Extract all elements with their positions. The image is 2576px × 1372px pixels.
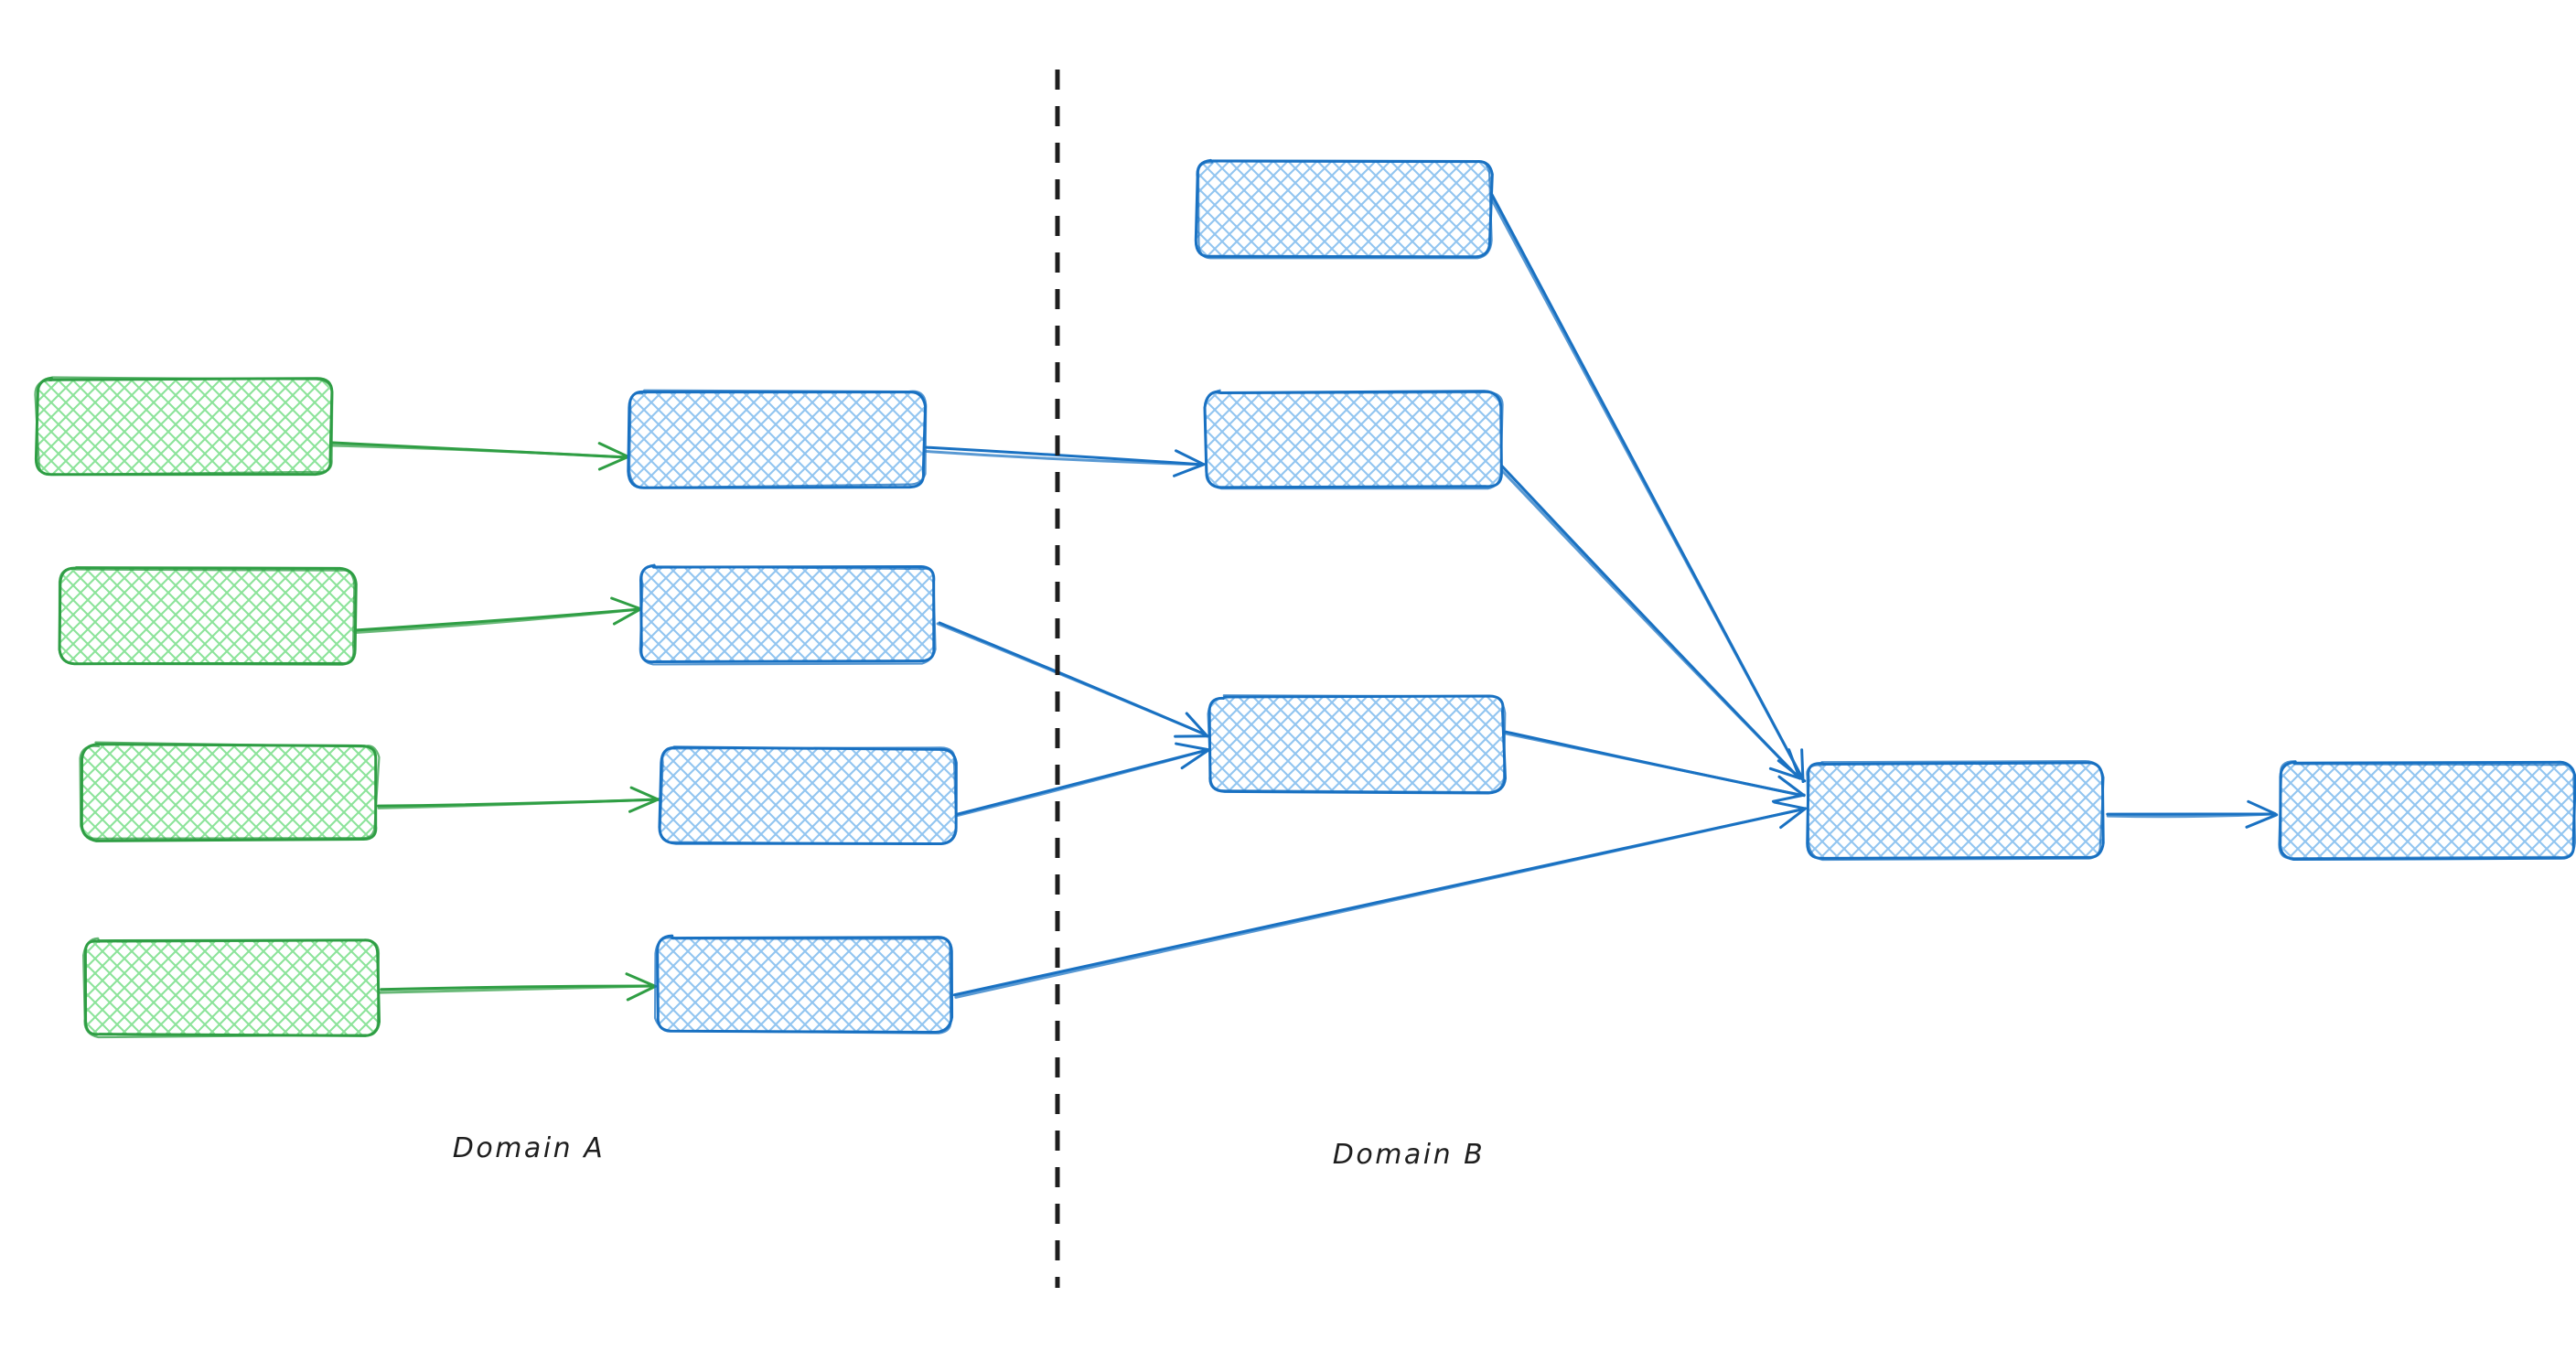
node-outline [653, 937, 952, 1034]
edge-shaft [377, 798, 658, 809]
edge-arrowhead [1779, 807, 1808, 830]
edge-arrowhead [597, 442, 630, 458]
edge-arrowhead [1768, 766, 1802, 780]
node-a1[interactable] [34, 376, 334, 477]
node-fill [1209, 697, 1504, 792]
node-fill [1206, 391, 1500, 487]
edge-arrowhead [626, 985, 656, 1002]
edge-e-a2-b2[interactable] [354, 596, 642, 634]
node-outline [1197, 159, 1493, 260]
edge-e-b4-d1[interactable] [952, 800, 1808, 999]
node-e1[interactable] [2278, 760, 2576, 862]
node-b4[interactable] [653, 934, 954, 1034]
node-a3[interactable] [79, 741, 381, 842]
edge-arrowhead [1173, 463, 1206, 477]
node-fill [37, 379, 331, 474]
node-b1[interactable] [627, 389, 928, 489]
edge-e-a4-b4[interactable] [379, 972, 658, 1002]
node-fill [84, 940, 379, 1035]
edge-arrowhead [625, 972, 658, 988]
edge-arrowhead [1787, 748, 1801, 780]
node-outline [1203, 389, 1504, 490]
edge-e-c3-d1[interactable] [1504, 730, 1806, 803]
edge-shaft [954, 808, 1805, 999]
edge-arrowhead [1800, 748, 1805, 784]
edge-shaft [328, 444, 627, 459]
node-c3[interactable] [1207, 694, 1507, 795]
edge-arrowhead [1180, 749, 1209, 770]
edge-arrowhead [1175, 742, 1209, 752]
edge-arrowhead [1771, 793, 1806, 803]
node-a2[interactable] [58, 566, 358, 666]
label-domain-a: Domain A [453, 1132, 605, 1164]
node-b2[interactable] [639, 563, 937, 666]
node-fill [1808, 763, 2102, 858]
node-fill [657, 937, 951, 1032]
node-a4[interactable] [82, 937, 381, 1039]
edge-e-b2-c3[interactable] [936, 621, 1210, 738]
edge-arrowhead [1174, 449, 1206, 466]
edge-shaft [354, 607, 639, 634]
label-domain-b: Domain B [1333, 1139, 1486, 1171]
node-fill [629, 391, 924, 487]
edge-e-b3-c3[interactable] [953, 742, 1209, 818]
edge-shaft [936, 622, 1207, 736]
edge-arrowhead [1777, 775, 1806, 798]
node-outline [628, 389, 928, 489]
labels-layer: Domain A Domain B [453, 1132, 1486, 1171]
node-fill [1197, 161, 1491, 256]
node-outline [79, 741, 381, 840]
edge-shaft [954, 749, 1207, 818]
node-outline [659, 745, 958, 845]
node-outline [34, 376, 334, 477]
edge-arrowhead [2247, 799, 2277, 816]
node-fill [660, 748, 955, 843]
edge-e-c1-d1[interactable] [1487, 192, 1807, 784]
edge-shaft [2106, 812, 2275, 819]
edge-e-a3-b3[interactable] [376, 786, 661, 813]
edge-e-d1-e1[interactable] [2106, 799, 2279, 829]
node-outline [639, 563, 937, 666]
edge-arrowhead [597, 456, 629, 471]
node-outline [58, 567, 356, 666]
node-outline [80, 743, 378, 842]
node-outline [1806, 759, 2105, 862]
node-outline [1207, 694, 1507, 794]
edge-shaft [1494, 462, 1800, 779]
node-outline [2278, 760, 2576, 860]
edge-arrowhead [1773, 800, 1807, 810]
node-fill [2280, 763, 2574, 858]
edge-shaft [1504, 732, 1803, 797]
edge-arrowhead [629, 786, 661, 802]
node-c1[interactable] [1194, 158, 1494, 260]
edge-e-a1-b1[interactable] [328, 441, 630, 471]
edge-shaft [925, 450, 1203, 466]
edge-arrowhead [628, 798, 660, 813]
edge-shaft [379, 984, 654, 994]
node-fill [60, 569, 355, 664]
nodes-layer [34, 158, 2576, 1039]
edge-e-c2-d1[interactable] [1494, 460, 1802, 780]
edge-arrowhead [1185, 712, 1209, 738]
edge-arrowhead [612, 607, 642, 626]
node-fill [82, 745, 377, 840]
edge-e-b1-c2[interactable] [925, 445, 1206, 477]
edge-shaft [1487, 194, 1805, 780]
node-b3[interactable] [658, 745, 958, 846]
node-fill [640, 567, 935, 662]
edges-layer [328, 192, 2279, 1002]
node-outline [82, 937, 380, 1039]
node-c2[interactable] [1203, 389, 1504, 490]
node-d1[interactable] [1806, 759, 2105, 862]
edge-arrowhead [2245, 813, 2279, 829]
edge-arrowhead [610, 596, 642, 610]
